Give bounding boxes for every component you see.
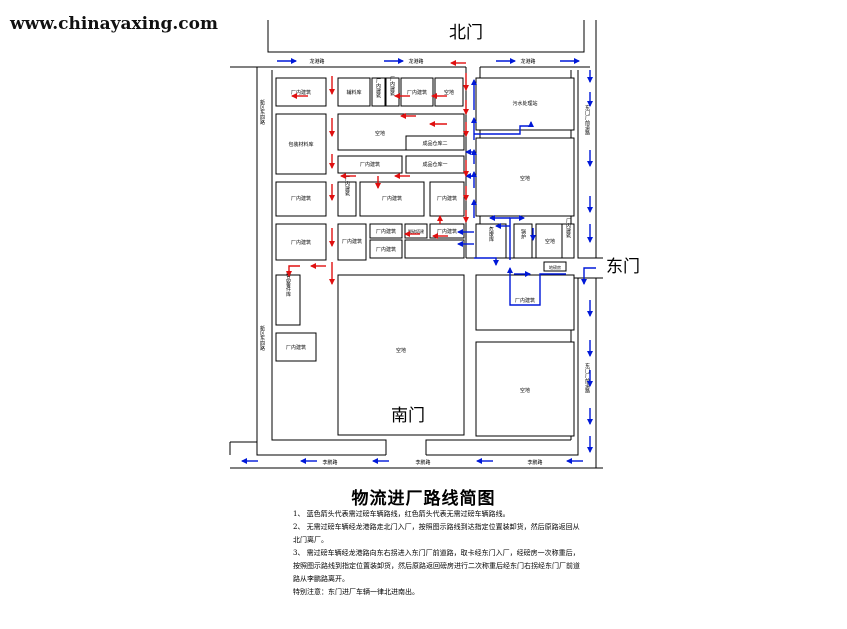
building <box>275 113 327 175</box>
building <box>561 223 575 259</box>
building <box>369 239 403 259</box>
south-gate-label: 南门 <box>391 406 425 426</box>
blue-routes <box>241 58 596 464</box>
building <box>475 137 575 217</box>
building-label: 厂内建筑 <box>382 195 402 202</box>
north-gate-label: 北门 <box>449 23 483 43</box>
building-label: 空地 <box>396 347 406 354</box>
site-map: 厂内建筑 辅料库 厂内建筑 厂内建筑 厂内建筑 空地 污水处理站 包装材料库 空… <box>229 20 640 469</box>
building <box>404 239 465 259</box>
road-label: 龙港路 <box>520 58 535 65</box>
red-routes <box>286 60 469 285</box>
building-label: 厂内建筑 <box>565 218 571 239</box>
building <box>429 223 465 239</box>
building <box>405 135 465 151</box>
building <box>337 274 465 436</box>
building <box>429 181 465 217</box>
road-label: 龙港路 <box>309 58 324 65</box>
building-label: 辅料库 <box>346 89 361 96</box>
building <box>359 181 425 217</box>
building-label: 空地 <box>444 89 454 96</box>
road-label: 龙港路 <box>408 58 423 65</box>
building-label: 危废库 <box>488 226 494 243</box>
building-label: 厂内建筑 <box>437 195 457 202</box>
east-gate-label: 东门 <box>606 257 640 277</box>
building <box>275 223 327 261</box>
building-label: 厂内建筑 <box>376 228 396 235</box>
building-label: 厂内建筑 <box>342 238 362 245</box>
building <box>337 181 357 217</box>
note-item: 3、 需过磅车辆经龙港路向东右拐进入东门厂前道路，取卡经东门入厂，经磅房一次称重… <box>293 549 580 583</box>
building <box>275 181 327 217</box>
note-item: 1、 蓝色箭头代表需过磅车辆路线，红色箭头代表无需过磅车辆路线。 <box>293 510 510 518</box>
building <box>369 223 403 239</box>
road-label: 李鹏路 <box>322 459 337 466</box>
road-label: 新区东四路 <box>259 325 265 352</box>
building-label: 厂内建筑 <box>344 176 350 197</box>
red-route-arrow <box>286 265 300 277</box>
building <box>275 274 301 326</box>
road-label: 李鹏路 <box>415 459 430 466</box>
building <box>434 77 464 107</box>
road-label: 李鹏路 <box>527 459 542 466</box>
watermark: www.chinayaxing.com <box>10 14 218 34</box>
road-label: 东门厂前道路 <box>584 104 590 136</box>
building <box>405 155 465 174</box>
blue-route-arrow <box>474 257 499 266</box>
building-label: 厂内建筑 <box>407 89 427 96</box>
building-label: 厂内建筑 <box>515 297 535 304</box>
building-label: 厂内建筑 <box>286 344 306 351</box>
road-labels: 龙港路 龙港路 龙港路 新区东四路 新区东四路 东门厂前道路 东门厂前道路 李鹏… <box>259 58 590 466</box>
building-label: 锅炉 <box>520 228 526 240</box>
building-label: 厂内建筑 <box>437 228 457 235</box>
building-labels: 厂内建筑 辅料库 厂内建筑 厂内建筑 厂内建筑 空地 污水处理站 包装材料库 空… <box>285 76 571 394</box>
building <box>337 223 367 261</box>
building <box>513 223 533 259</box>
building <box>535 223 565 259</box>
building-label: 空地 <box>520 387 530 394</box>
road-label: 东门厂前道路 <box>584 362 590 394</box>
building <box>475 77 575 131</box>
building <box>475 341 575 437</box>
building-label: 空地 <box>375 130 385 137</box>
building <box>275 77 327 107</box>
building-label: 厂内建筑 <box>291 195 311 202</box>
blue-route-arrow <box>581 267 596 285</box>
building-label: 成品仓库二 <box>422 140 447 147</box>
building-label: 成品仓库一 <box>422 161 447 168</box>
road-label: 新区东四路 <box>259 99 265 126</box>
building-label: 包装材料库 <box>288 141 313 148</box>
building <box>371 77 386 107</box>
building-label: 厂内建筑 <box>291 239 311 246</box>
building <box>475 274 575 331</box>
building-label: 厂内建筑 <box>291 89 311 96</box>
note-item: 特别注意：东门进厂车辆一律北进南出。 <box>293 588 419 596</box>
building-label: 厂内建筑 <box>375 78 381 99</box>
building-label: 厂内建筑 <box>376 246 396 253</box>
building <box>337 77 371 107</box>
building <box>337 155 403 174</box>
building-label: 空地 <box>520 175 530 182</box>
blue-route-arrow <box>507 267 566 306</box>
diagram-title: 物流进厂路线简图 <box>351 489 496 509</box>
building-label: 地磅房 <box>549 264 561 270</box>
building <box>475 223 507 259</box>
building <box>385 77 400 107</box>
notes: 1、 蓝色箭头代表需过磅车辆路线，红色箭头代表无需过磅车辆路线。 2、 无需过磅… <box>293 508 583 599</box>
blue-route-arrow <box>474 121 534 135</box>
note-item: 2、 无需过磅车辆经龙港路走北门入厂，按照图示路线到达指定位置装卸货，然后原路返… <box>293 523 580 544</box>
building-label: 空地 <box>545 238 555 245</box>
building <box>275 332 317 362</box>
building <box>543 261 567 272</box>
building-label: 脱硫塔建 <box>408 228 424 234</box>
building-label: 厂内建筑 <box>360 161 380 168</box>
building-label: 备品备件库 <box>285 271 291 298</box>
building-label: 厂内建筑 <box>389 76 395 97</box>
building <box>400 77 434 107</box>
building-label: 污水处理站 <box>512 100 537 107</box>
buildings <box>275 77 575 437</box>
